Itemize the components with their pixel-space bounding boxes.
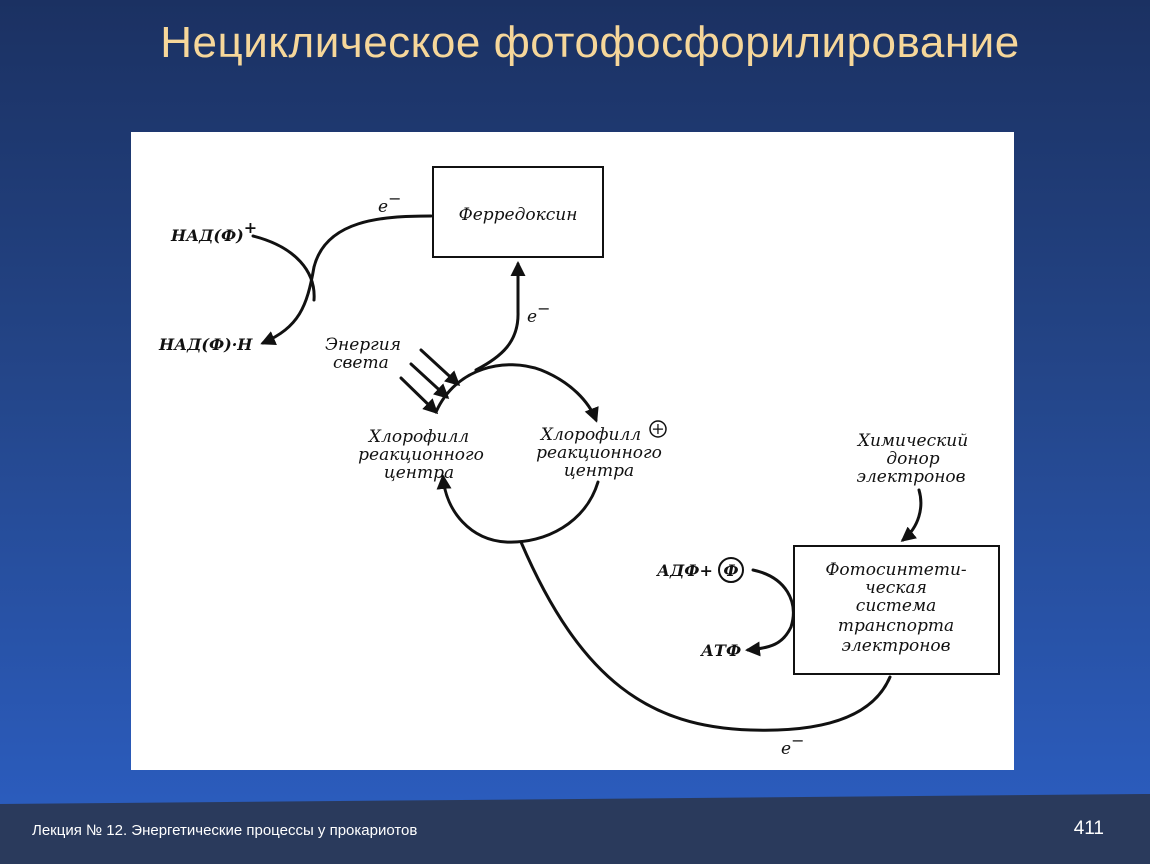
donor-arrow [900, 488, 923, 542]
light-energy-label-1: Энергия [325, 335, 401, 355]
transport-system-3: система [856, 596, 936, 616]
slide-title: Нециклическое фотофосфорилирование [160, 18, 1020, 67]
nadph-label: НАД(Ф)·Н [158, 335, 253, 354]
chlorophyll-left-1: Хлорофилл [367, 427, 469, 447]
chlorophyll-right-1: Хлорофилл [539, 425, 641, 445]
chlorophyll-right-3: центра [564, 461, 634, 481]
chlorophyll-left-2: реакционного [358, 445, 484, 465]
nadp-reduction-arc [251, 234, 316, 302]
footer-text: Лекция № 12. Энергетические процессы у п… [32, 822, 418, 839]
phosphorylation-arrow [745, 568, 795, 657]
return-electron-arrow [519, 540, 892, 732]
transport-system-4: транспорта [838, 616, 954, 636]
positive-charge-icon [649, 420, 667, 438]
chemical-donor-2: донор [886, 449, 939, 469]
page-number: 411 [1073, 818, 1104, 839]
diagram-panel: Ферредоксин e− НАД(Ф)+ НАД(Ф)·Н e− Энерг… [131, 132, 1014, 770]
photophosphorylation-diagram: Ферредоксин e− НАД(Ф)+ НАД(Ф)·Н e− Энерг… [158, 166, 1000, 759]
phosphate-circle-icon [718, 557, 744, 583]
light-arrow-2 [409, 362, 450, 400]
ferredoxin-label: Ферредоксин [459, 205, 578, 225]
positive-charge-sign: + [651, 419, 664, 438]
ferredoxin-box [432, 166, 604, 258]
light-arrow-1 [419, 348, 461, 387]
chlorophyll-left-3: центра [384, 463, 454, 483]
light-energy-label-2: света [333, 353, 389, 373]
ferredoxin-to-nadph-arrow [260, 214, 433, 345]
cycle-top-arrow [434, 363, 599, 423]
nadp-plus-label: НАД(Ф)+ [170, 218, 257, 245]
atp-label: АТФ [700, 641, 741, 660]
chemical-donor-1: Химический [856, 431, 968, 451]
transport-system-2: ческая [865, 578, 927, 598]
footer-band [0, 794, 1150, 864]
electron-label-top: e− [378, 189, 401, 217]
adp-label: АДФ+ [656, 561, 713, 580]
electron-label-bottom: e− [781, 731, 804, 759]
chemical-donor-3: электронов [856, 467, 965, 487]
cycle-bottom-arrow [436, 474, 600, 544]
transport-system-1: Фотосинтети- [825, 560, 967, 580]
light-arrow-3 [399, 376, 439, 415]
cycle-to-ferredoxin-arrow [474, 261, 526, 372]
chlorophyll-right-2: реакционного [536, 443, 662, 463]
phosphate-label: Ф [723, 561, 738, 580]
electron-label-middle: e− [527, 299, 550, 327]
transport-system-5: электронов [841, 636, 950, 656]
